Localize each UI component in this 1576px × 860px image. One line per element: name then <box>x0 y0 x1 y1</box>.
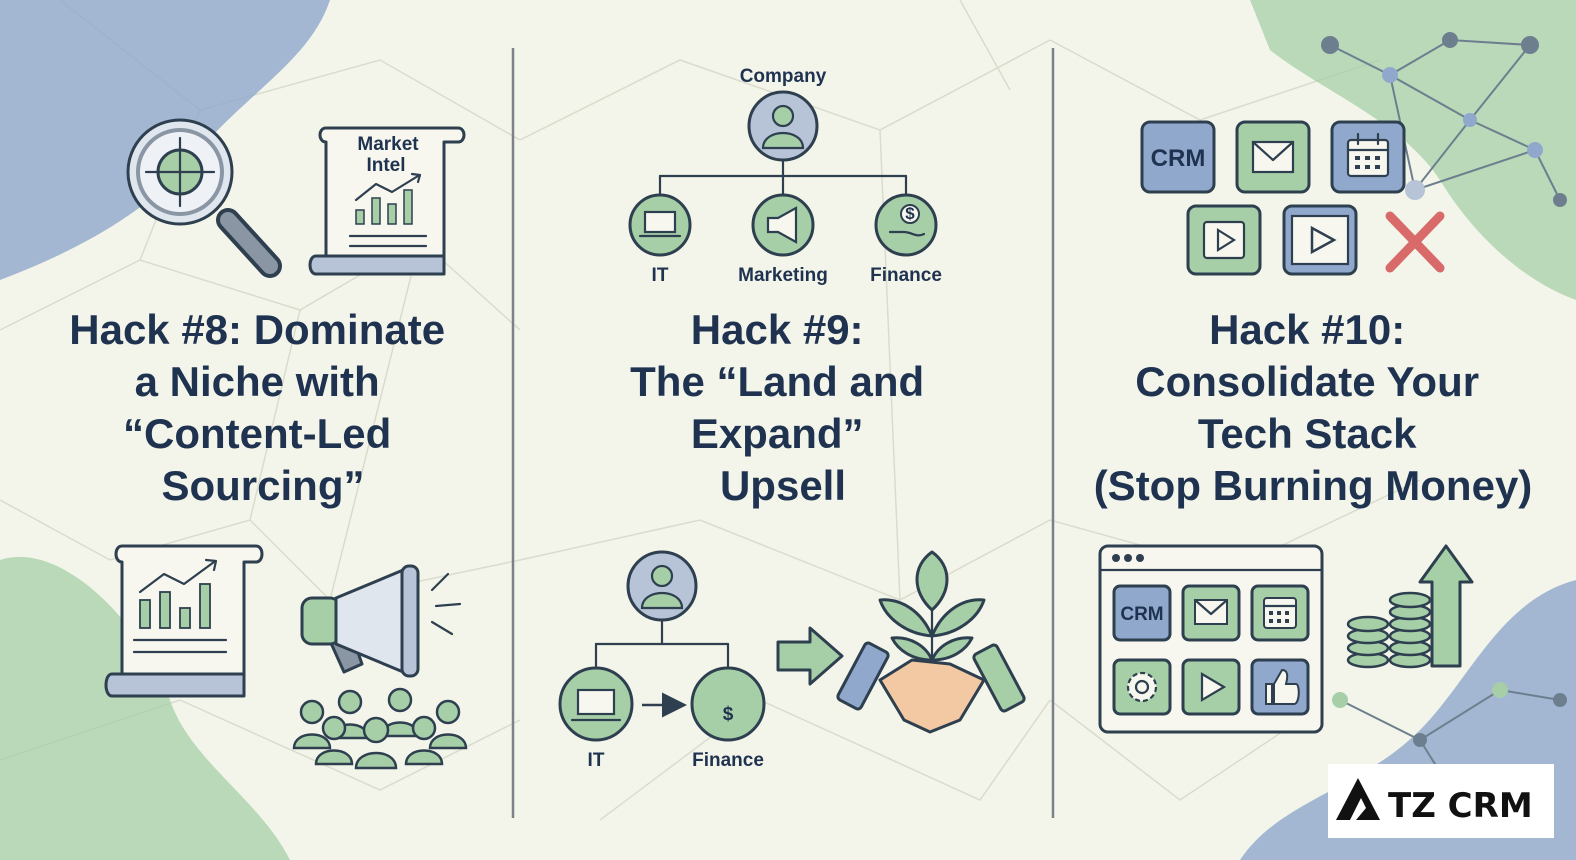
org-child-finance: Finance <box>870 265 942 286</box>
close-icon <box>1385 211 1445 273</box>
laptop-icon <box>628 193 692 257</box>
panel-hack-9: Company $ IT Marketing <box>558 66 1026 771</box>
flow-connectors <box>594 618 730 668</box>
audience-group-icon <box>292 687 468 770</box>
handshake-plant-icon <box>836 550 1026 734</box>
brand-name: TZ CRM <box>1388 786 1533 826</box>
thumbs-up-icon <box>1250 658 1310 716</box>
money-hand-icon: $ <box>874 193 938 257</box>
brand-logo: TZ CRM <box>1328 764 1554 838</box>
doc-label-market: Market <box>357 134 419 155</box>
up-arrow-icon <box>1418 544 1474 668</box>
triangle-a-logo-icon <box>1336 778 1380 820</box>
app-window-icon: CRM <box>1098 544 1324 734</box>
window-tile-crm: CRM <box>1112 584 1172 642</box>
svg-text:CRM: CRM <box>1151 145 1206 172</box>
panel-hack-8: Market Intel Hack #8: Dominate a Niche w… <box>69 118 468 770</box>
org-top-label: Company <box>740 66 827 87</box>
hack-8-title: Hack #8: Dominate a Niche with “Content-… <box>69 306 456 509</box>
org-child-it: IT <box>652 265 669 286</box>
network-nodes <box>1321 32 1567 747</box>
panel-hack-10: CRM Hack #10: <box>1094 120 1533 734</box>
coin-stacks-icon <box>1346 591 1432 669</box>
dollar-icon: $ <box>690 666 766 742</box>
market-intel-document-icon: Market Intel <box>308 126 466 276</box>
video-icon <box>1186 204 1262 276</box>
report-chart-document-icon <box>104 544 264 698</box>
window-play-icon <box>1181 658 1241 716</box>
megaphone-small-icon <box>751 193 815 257</box>
hack-10-title: Hack #10: Consolidate Your Tech Stack (S… <box>1094 306 1533 509</box>
org-child-marketing: Marketing <box>738 265 828 286</box>
gear-icon <box>1112 658 1172 716</box>
hack-9-title: Hack #9: The “Land and Expand” Upsell <box>630 306 936 509</box>
magnifier-target-icon <box>126 118 282 278</box>
org-chart-connectors <box>658 158 908 198</box>
play-icon <box>1282 204 1358 276</box>
window-calendar-icon <box>1250 584 1310 642</box>
flow-to-label: Finance <box>692 750 764 771</box>
growth-arrow-icon <box>776 626 844 686</box>
flow-laptop-icon <box>558 666 634 742</box>
company-person-icon <box>747 90 819 162</box>
person-icon <box>626 550 698 622</box>
megaphone-icon <box>300 564 462 678</box>
svg-text:$: $ <box>723 704 734 725</box>
flow-from-label: IT <box>588 750 605 771</box>
window-mail-icon <box>1181 584 1241 642</box>
doc-label-intel: Intel <box>366 155 405 176</box>
tool-tile-crm: CRM <box>1140 120 1216 194</box>
svg-text:CRM: CRM <box>1120 604 1163 625</box>
calendar-icon <box>1330 120 1406 194</box>
mail-icon <box>1235 120 1311 194</box>
svg-text:$: $ <box>905 204 915 223</box>
